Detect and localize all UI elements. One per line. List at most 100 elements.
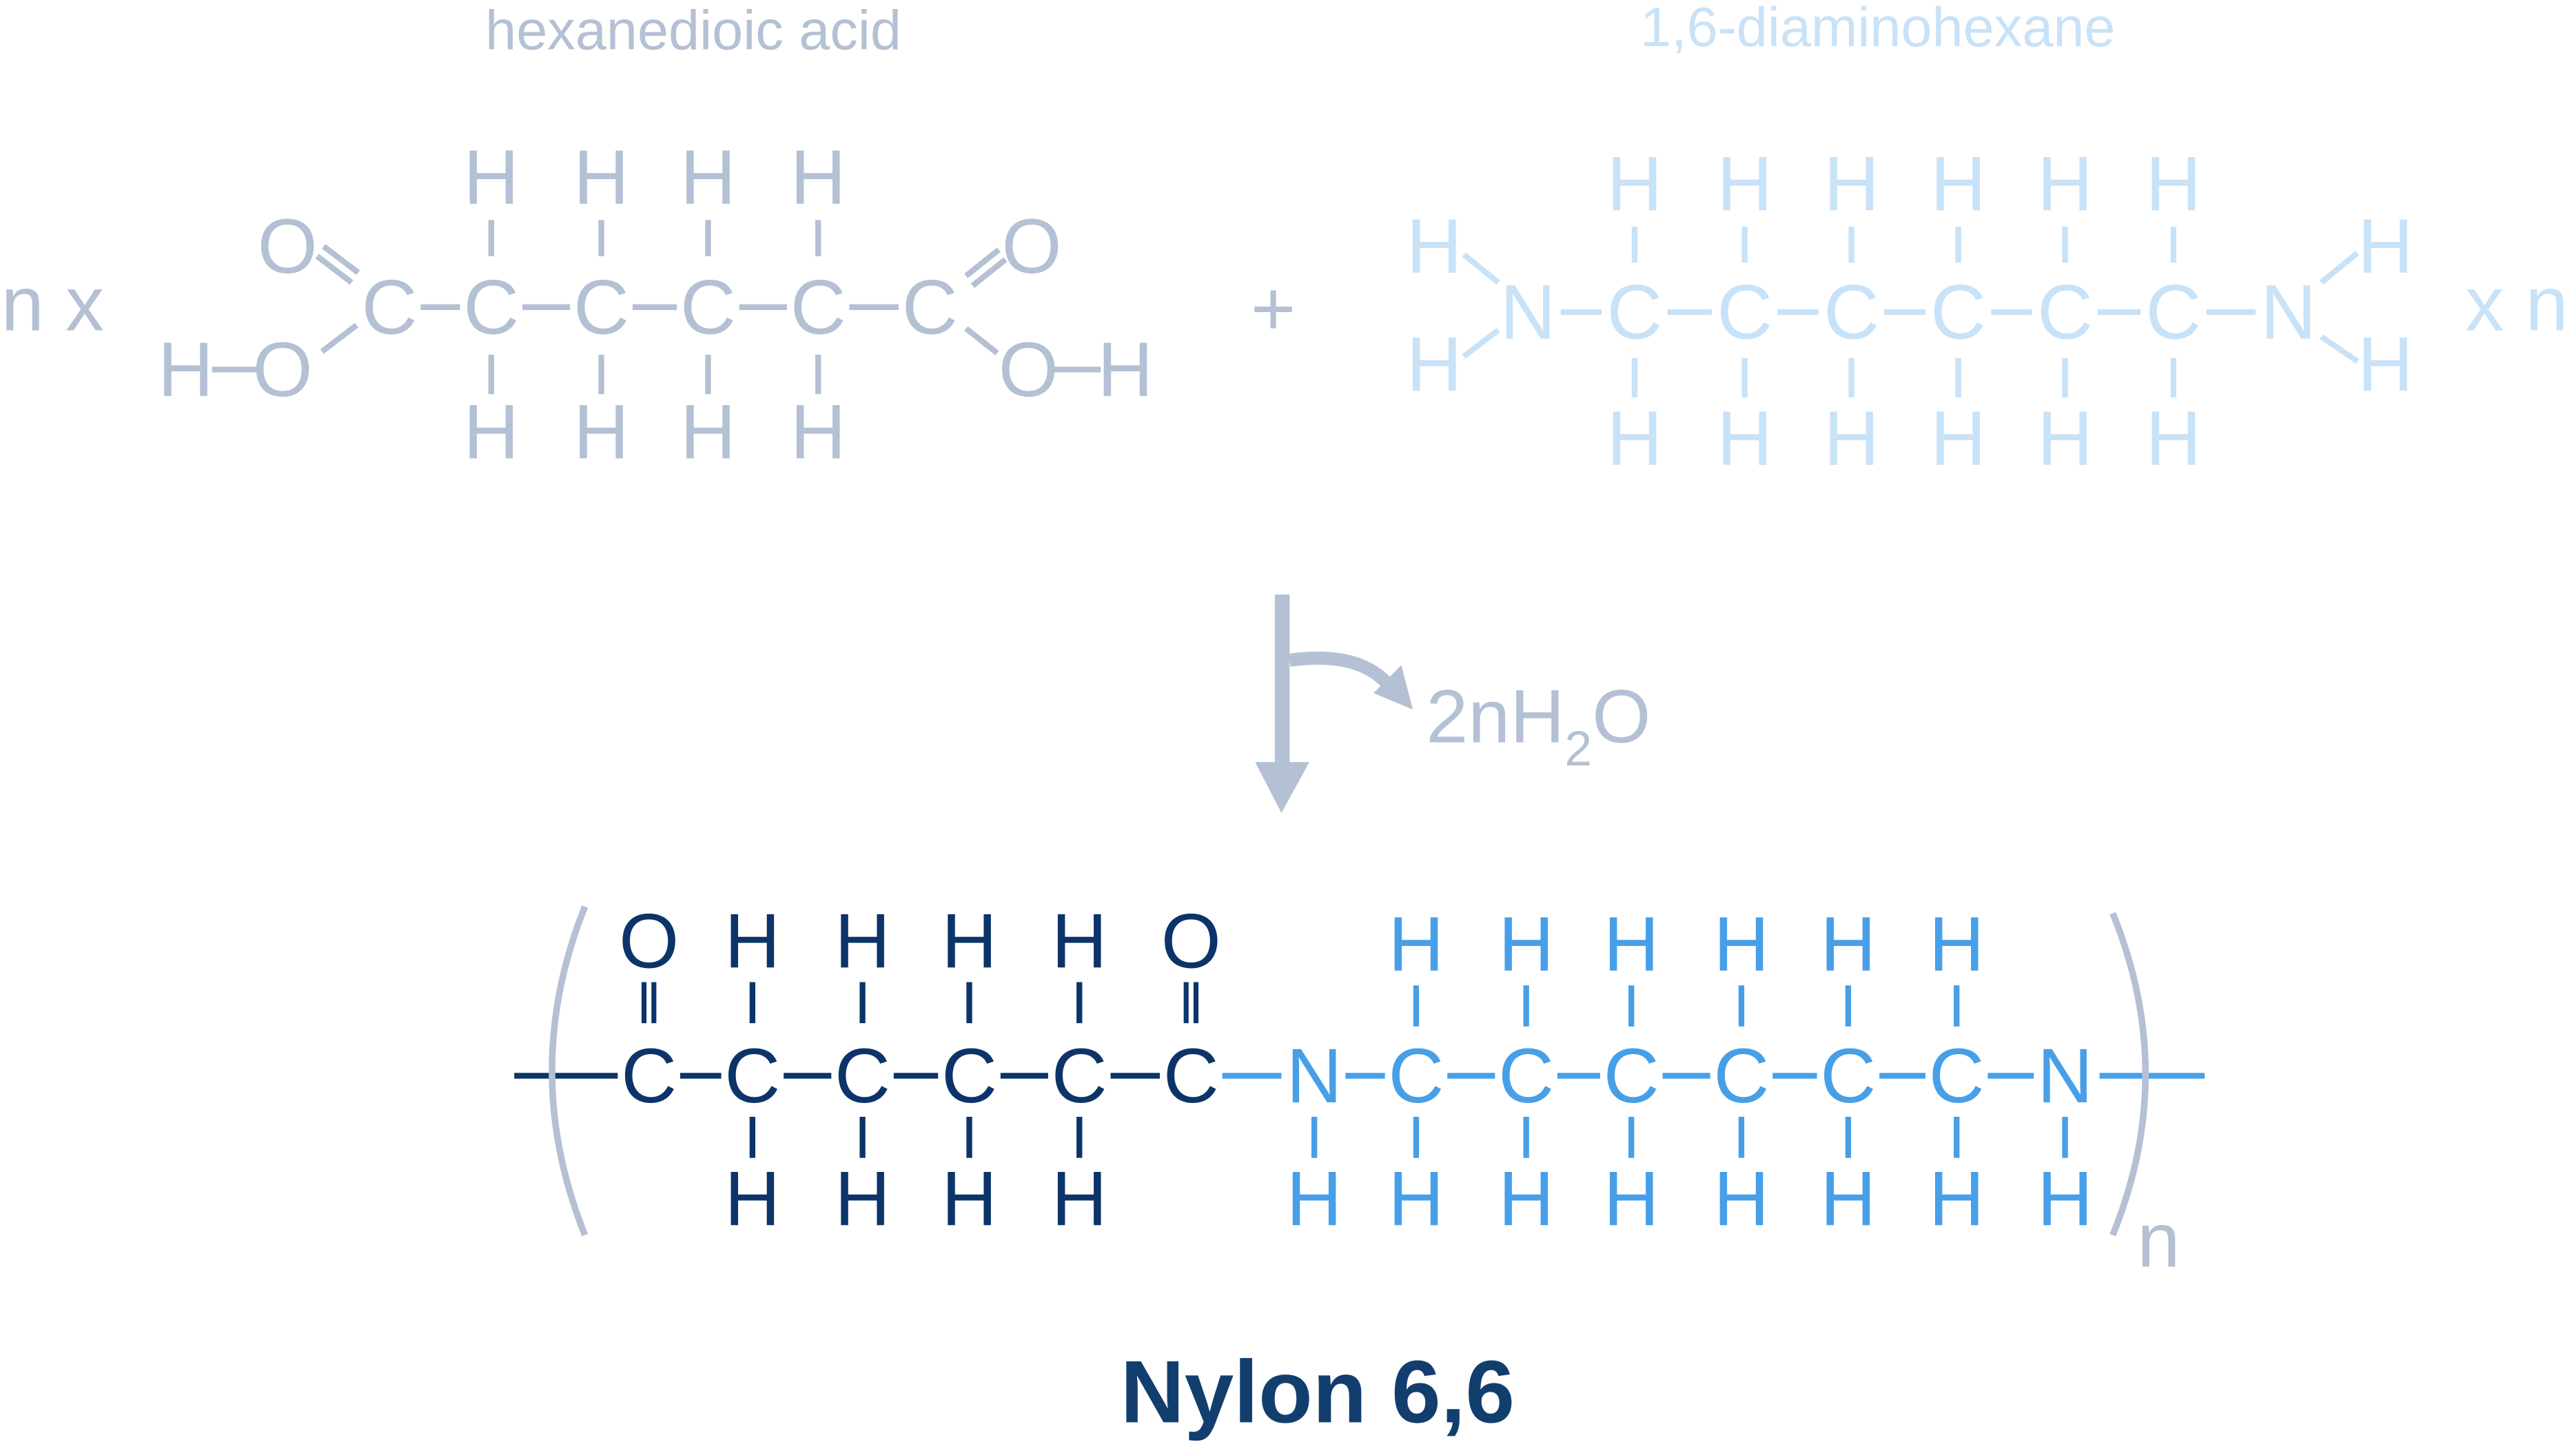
acid-atom: C: [790, 264, 846, 350]
amine-hydrogen: H: [1607, 141, 1663, 227]
curved-arrow-shaft: [1289, 651, 1396, 691]
acid-hydrogen: H: [463, 134, 519, 220]
amine-hydrogen: H: [1717, 141, 1772, 227]
product-amine-hydrogen: H: [1929, 1156, 1985, 1242]
double-bond: [315, 254, 354, 285]
water-subscript: 2: [1564, 721, 1592, 776]
product-amine-atom: C: [1713, 1033, 1769, 1119]
product-acid-hydrogen: H: [835, 1156, 890, 1242]
bond: [1462, 252, 1500, 285]
acid-hydrogen: H: [158, 327, 214, 413]
product-amine-atom: C: [1498, 1033, 1554, 1119]
double-bond: [970, 257, 1008, 289]
double-bond: [322, 244, 360, 276]
product-amine-hydrogen: H: [1820, 1156, 1876, 1242]
product-amine-hydrogen: H: [1713, 1156, 1769, 1242]
product-acid-atom: C: [621, 1033, 677, 1119]
product-amine-hydrogen: H: [1713, 901, 1769, 987]
repeat-unit-subscript: n: [2137, 1197, 2180, 1283]
acid-atom: C: [902, 264, 958, 350]
acid-atom: C: [680, 264, 736, 350]
down-arrow-head: [1255, 762, 1309, 813]
left-bracket: [549, 905, 589, 1237]
product-acid-atom: C: [1163, 1033, 1219, 1119]
amine-hydrogen: H: [1930, 395, 1986, 482]
amine-hydrogen: H: [1607, 395, 1663, 482]
product-amine-atom: C: [1929, 1033, 1985, 1119]
product-amine-hydrogen: H: [1929, 901, 1985, 987]
acid-oxygen: O: [999, 327, 1059, 413]
product-acid-hydrogen: H: [1052, 1156, 1107, 1242]
amine-hydrogen: H: [1823, 395, 1879, 482]
water-coefficient: 2nH: [1426, 674, 1564, 759]
amine-atom: C: [1823, 269, 1879, 355]
amine-multiplier: x n: [2465, 261, 2568, 347]
amine-name-label: 1,6-diaminohexane: [1640, 0, 2115, 59]
amine-hydrogen: H: [1717, 395, 1772, 482]
product-name: Nylon 6,6: [1121, 1342, 1515, 1441]
acid-oxygen: O: [258, 203, 318, 289]
acid-multiplier: n x: [1, 261, 104, 347]
right-bracket: [2109, 911, 2149, 1237]
acid-oxygen: O: [1002, 203, 1062, 289]
product-amine-atom: N: [2037, 1033, 2093, 1119]
curved-arrow-head: [1373, 665, 1413, 710]
product-acid-top-atom: O: [1161, 898, 1221, 984]
plus-sign: +: [1251, 266, 1296, 352]
product-amine-hydrogen: H: [1498, 901, 1554, 987]
amine-atom: C: [2145, 269, 2201, 355]
bond: [2320, 334, 2360, 364]
product-acid-hydrogen: H: [724, 1156, 780, 1242]
bond: [1462, 327, 1500, 359]
acid-hydrogen: H: [790, 134, 846, 220]
amine-hydrogen: H: [1407, 322, 1462, 408]
acid-hydrogen: H: [680, 134, 736, 220]
product-amine-atom: C: [1820, 1033, 1876, 1119]
amine-hydrogen: H: [1930, 141, 1986, 227]
acid-name-label: hexanedioic acid: [485, 0, 901, 62]
bond: [320, 322, 358, 354]
amine-hydrogen: H: [2145, 395, 2201, 482]
product-acid-atom: C: [1052, 1033, 1107, 1119]
amine-atom: C: [1607, 269, 1663, 355]
product-acid-atom: C: [835, 1033, 890, 1119]
acid-hydrogen: H: [573, 134, 629, 220]
acid-atom: C: [463, 264, 519, 350]
amine-hydrogen: H: [2037, 141, 2093, 227]
amine-hydrogen: H: [1823, 141, 1879, 227]
product-acid-atom: C: [941, 1033, 997, 1119]
acid-hydrogen: H: [573, 389, 629, 475]
product-acid-atom: C: [724, 1033, 780, 1119]
amine-atom: C: [2037, 269, 2093, 355]
product-acid-top-atom: H: [724, 898, 780, 984]
amine-atom: C: [1930, 269, 1986, 355]
product-acid-top-atom: H: [941, 898, 997, 984]
bond: [2319, 250, 2360, 285]
product-amine-hydrogen: H: [1287, 1156, 1342, 1242]
water-byproduct: 2nH2O: [1426, 674, 1650, 776]
product-amine-atom: N: [1287, 1033, 1342, 1119]
amine-hydrogen: H: [2145, 141, 2201, 227]
amine-hydrogen: H: [2037, 395, 2093, 482]
bond: [964, 326, 999, 356]
acid-hydrogen: H: [790, 389, 846, 475]
acid-hydrogen: H: [680, 389, 736, 475]
product-amine-hydrogen: H: [2037, 1156, 2093, 1242]
product-acid-top-atom: H: [1052, 898, 1107, 984]
product-amine-hydrogen: H: [1498, 1156, 1554, 1242]
acid-atom: C: [573, 264, 629, 350]
double-bond: [964, 247, 1001, 278]
product-amine-atom: C: [1604, 1033, 1659, 1119]
product-amine-hydrogen: H: [1388, 1156, 1444, 1242]
product-acid-top-atom: H: [835, 898, 890, 984]
acid-hydrogen: H: [1098, 327, 1154, 413]
product-acid-top-atom: O: [619, 898, 679, 984]
product-amine-hydrogen: H: [1388, 901, 1444, 987]
acid-atom: C: [362, 264, 418, 350]
down-arrow-shaft: [1274, 594, 1290, 768]
amine-atom: N: [1500, 269, 1556, 355]
reaction-arrow: [1255, 594, 1413, 813]
water-oxygen: O: [1592, 674, 1650, 759]
amine-hydrogen: H: [1407, 203, 1462, 289]
